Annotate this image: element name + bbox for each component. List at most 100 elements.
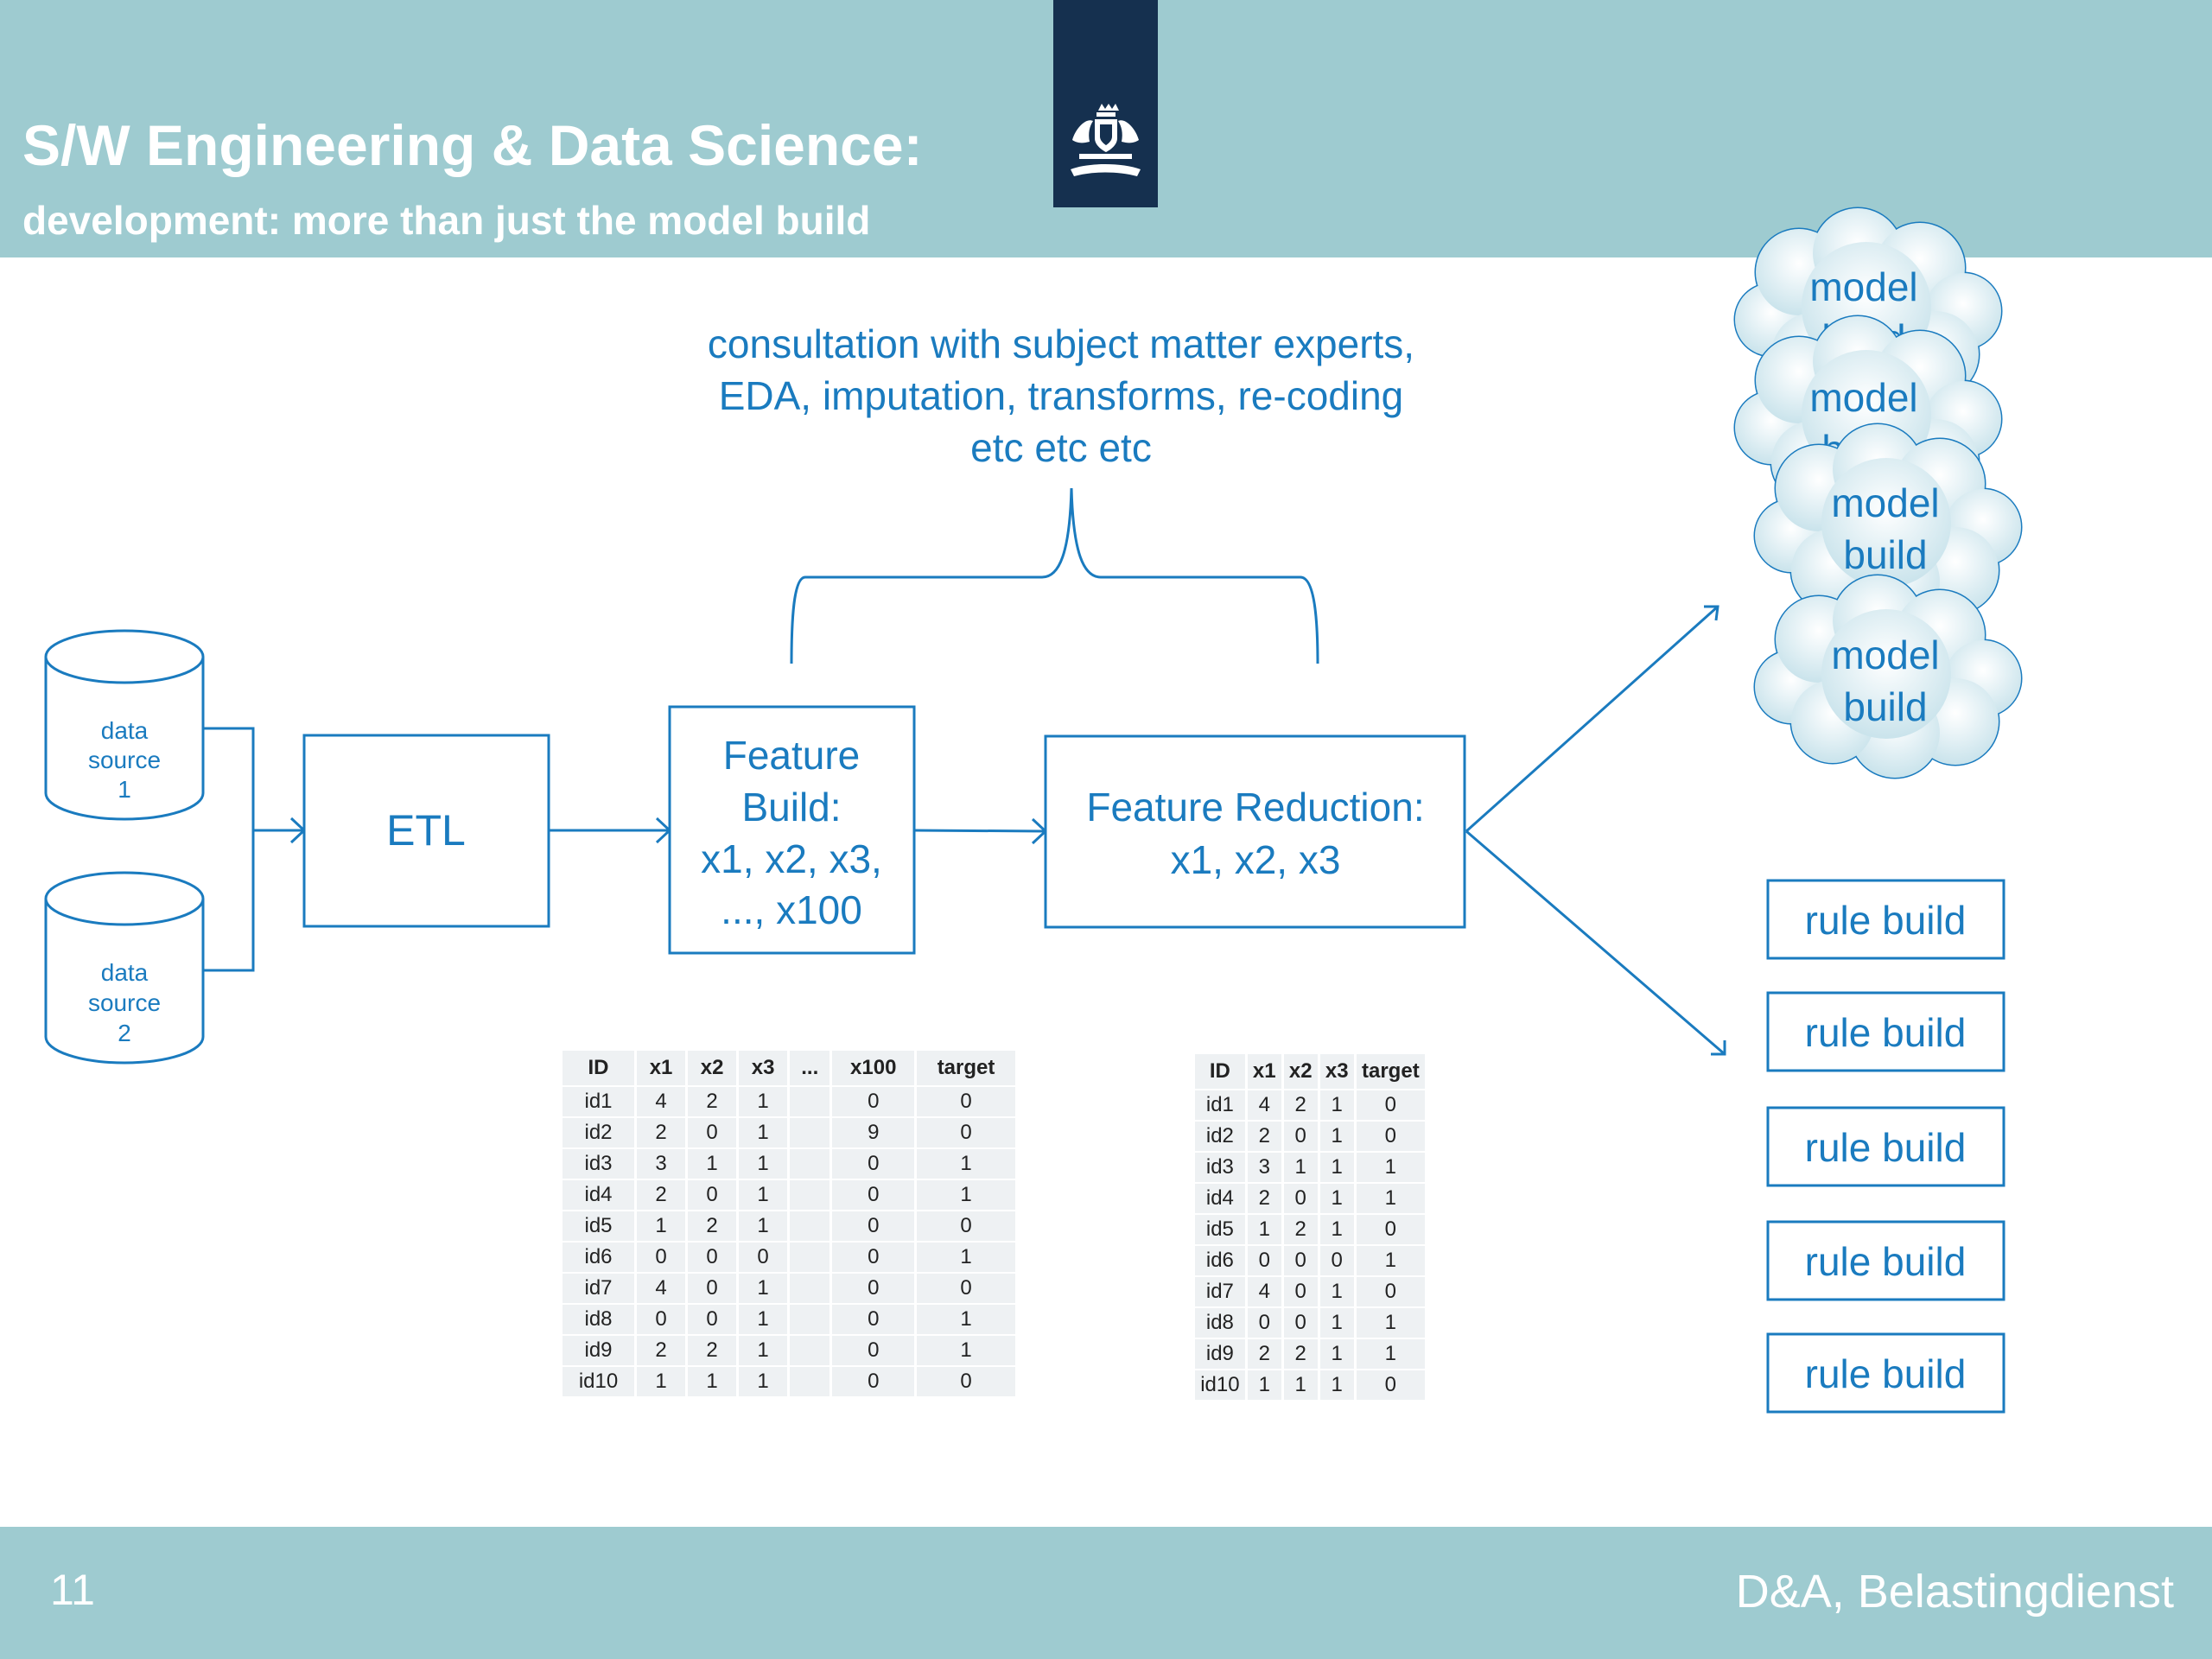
table-cell: id10 (563, 1367, 635, 1396)
data-source-1-line-2: source (88, 747, 161, 773)
table-cell (790, 1274, 830, 1303)
rule-build-1-label: rule build (1805, 898, 1967, 943)
table-cell: id6 (1195, 1246, 1245, 1275)
table-cell: 2 (1283, 1215, 1318, 1244)
table-cell: 1 (688, 1367, 737, 1396)
model-build-3-line-2: build (1843, 532, 1927, 577)
table-cell (790, 1180, 830, 1210)
table-cell: 0 (1356, 1215, 1425, 1244)
data-source-1: data source 1 (44, 629, 205, 821)
feature-build-line-2: Build: (741, 785, 841, 830)
table-cell: 0 (917, 1087, 1015, 1116)
rule-build-2-label: rule build (1805, 1010, 1967, 1055)
table-cell: 0 (832, 1305, 915, 1334)
table-cell: id5 (1195, 1215, 1245, 1244)
table-cell: id8 (1195, 1308, 1245, 1338)
table-cell: 1 (1247, 1370, 1281, 1400)
model-build-4-line-2: build (1843, 684, 1927, 729)
column-header: ... (790, 1051, 830, 1085)
column-header: x3 (739, 1051, 788, 1085)
table-header-row: ID x1 x2 x3 target (1195, 1054, 1425, 1089)
table-cell: 1 (637, 1367, 686, 1396)
table-cell: 1 (637, 1211, 686, 1241)
table-cell: 2 (688, 1211, 737, 1241)
table-cell: 1 (1319, 1184, 1354, 1213)
model-build-4-line-1: model (1831, 632, 1939, 677)
table-cell: id3 (563, 1149, 635, 1179)
data-source-1-line-1: data (101, 717, 149, 744)
table-cell: 1 (739, 1336, 788, 1365)
table-cell: 0 (917, 1211, 1015, 1241)
table-cell: id9 (563, 1336, 635, 1365)
table-cell: 1 (1356, 1246, 1425, 1275)
model-build-cloud-3: model build (1753, 423, 2023, 628)
table-cell: 0 (1283, 1246, 1318, 1275)
rule-build-5-label: rule build (1805, 1351, 1967, 1396)
table-cell: 0 (637, 1243, 686, 1272)
table-cell: 0 (1356, 1370, 1425, 1400)
table-cell: 4 (1247, 1277, 1281, 1306)
table-cell: 3 (1247, 1153, 1281, 1182)
feature-build-line-3: x1, x2, x3, (701, 836, 882, 881)
table-cell: id9 (1195, 1339, 1245, 1369)
table-cell: id7 (1195, 1277, 1245, 1306)
table-cell: 0 (1283, 1308, 1318, 1338)
table-cell: id8 (563, 1305, 635, 1334)
column-header: ID (563, 1051, 635, 1085)
model-build-1-line-1: model (1809, 264, 1917, 309)
table-cell (790, 1336, 830, 1365)
rule-build-box-5: rule build (1766, 1332, 2005, 1414)
table-cell: id10 (1195, 1370, 1245, 1400)
table-cell: 0 (1319, 1246, 1354, 1275)
table-cell: 2 (688, 1336, 737, 1365)
slide-title: S/W Engineering & Data Science: (22, 113, 923, 177)
slide-footer (0, 1527, 2212, 1659)
coat-of-arms-icon (1071, 104, 1141, 176)
table-cell: 0 (832, 1367, 915, 1396)
table-cell: 2 (1247, 1184, 1281, 1213)
table-cell: 1 (1283, 1370, 1318, 1400)
data-source-2-line-1: data (101, 959, 149, 986)
table-cell: 0 (832, 1211, 915, 1241)
table-cell: 1 (1356, 1153, 1425, 1182)
table-cell: 1 (1319, 1308, 1354, 1338)
page-number: 11 (50, 1566, 95, 1614)
table-cell: 0 (832, 1336, 915, 1365)
model-build-3-line-1: model (1831, 480, 1939, 525)
model-build-cloud-4: model build (1753, 574, 2023, 779)
column-header: x2 (688, 1051, 737, 1085)
data-source-2-line-3: 2 (118, 1020, 131, 1046)
data-source-2-line-2: source (88, 989, 161, 1016)
table-cell: 0 (1247, 1308, 1281, 1338)
table-cell: 2 (1247, 1122, 1281, 1151)
column-header: target (917, 1051, 1015, 1085)
table-cell: id7 (563, 1274, 635, 1303)
table-cell: 1 (1247, 1215, 1281, 1244)
table-cell: id1 (1195, 1090, 1245, 1120)
table-cell: 1 (917, 1243, 1015, 1272)
table-cell: 0 (1283, 1122, 1318, 1151)
table-cell (790, 1118, 830, 1147)
table-cell: 0 (1247, 1246, 1281, 1275)
table-cell: 2 (637, 1118, 686, 1147)
data-source-2: data source 2 (44, 871, 205, 1065)
table-cell: 0 (688, 1180, 737, 1210)
table-cell: 1 (1356, 1339, 1425, 1369)
rule-build-box-2: rule build (1766, 991, 2005, 1072)
column-header: x100 (832, 1051, 915, 1085)
table-cell: 4 (637, 1087, 686, 1116)
table-cell: 0 (1356, 1122, 1425, 1151)
